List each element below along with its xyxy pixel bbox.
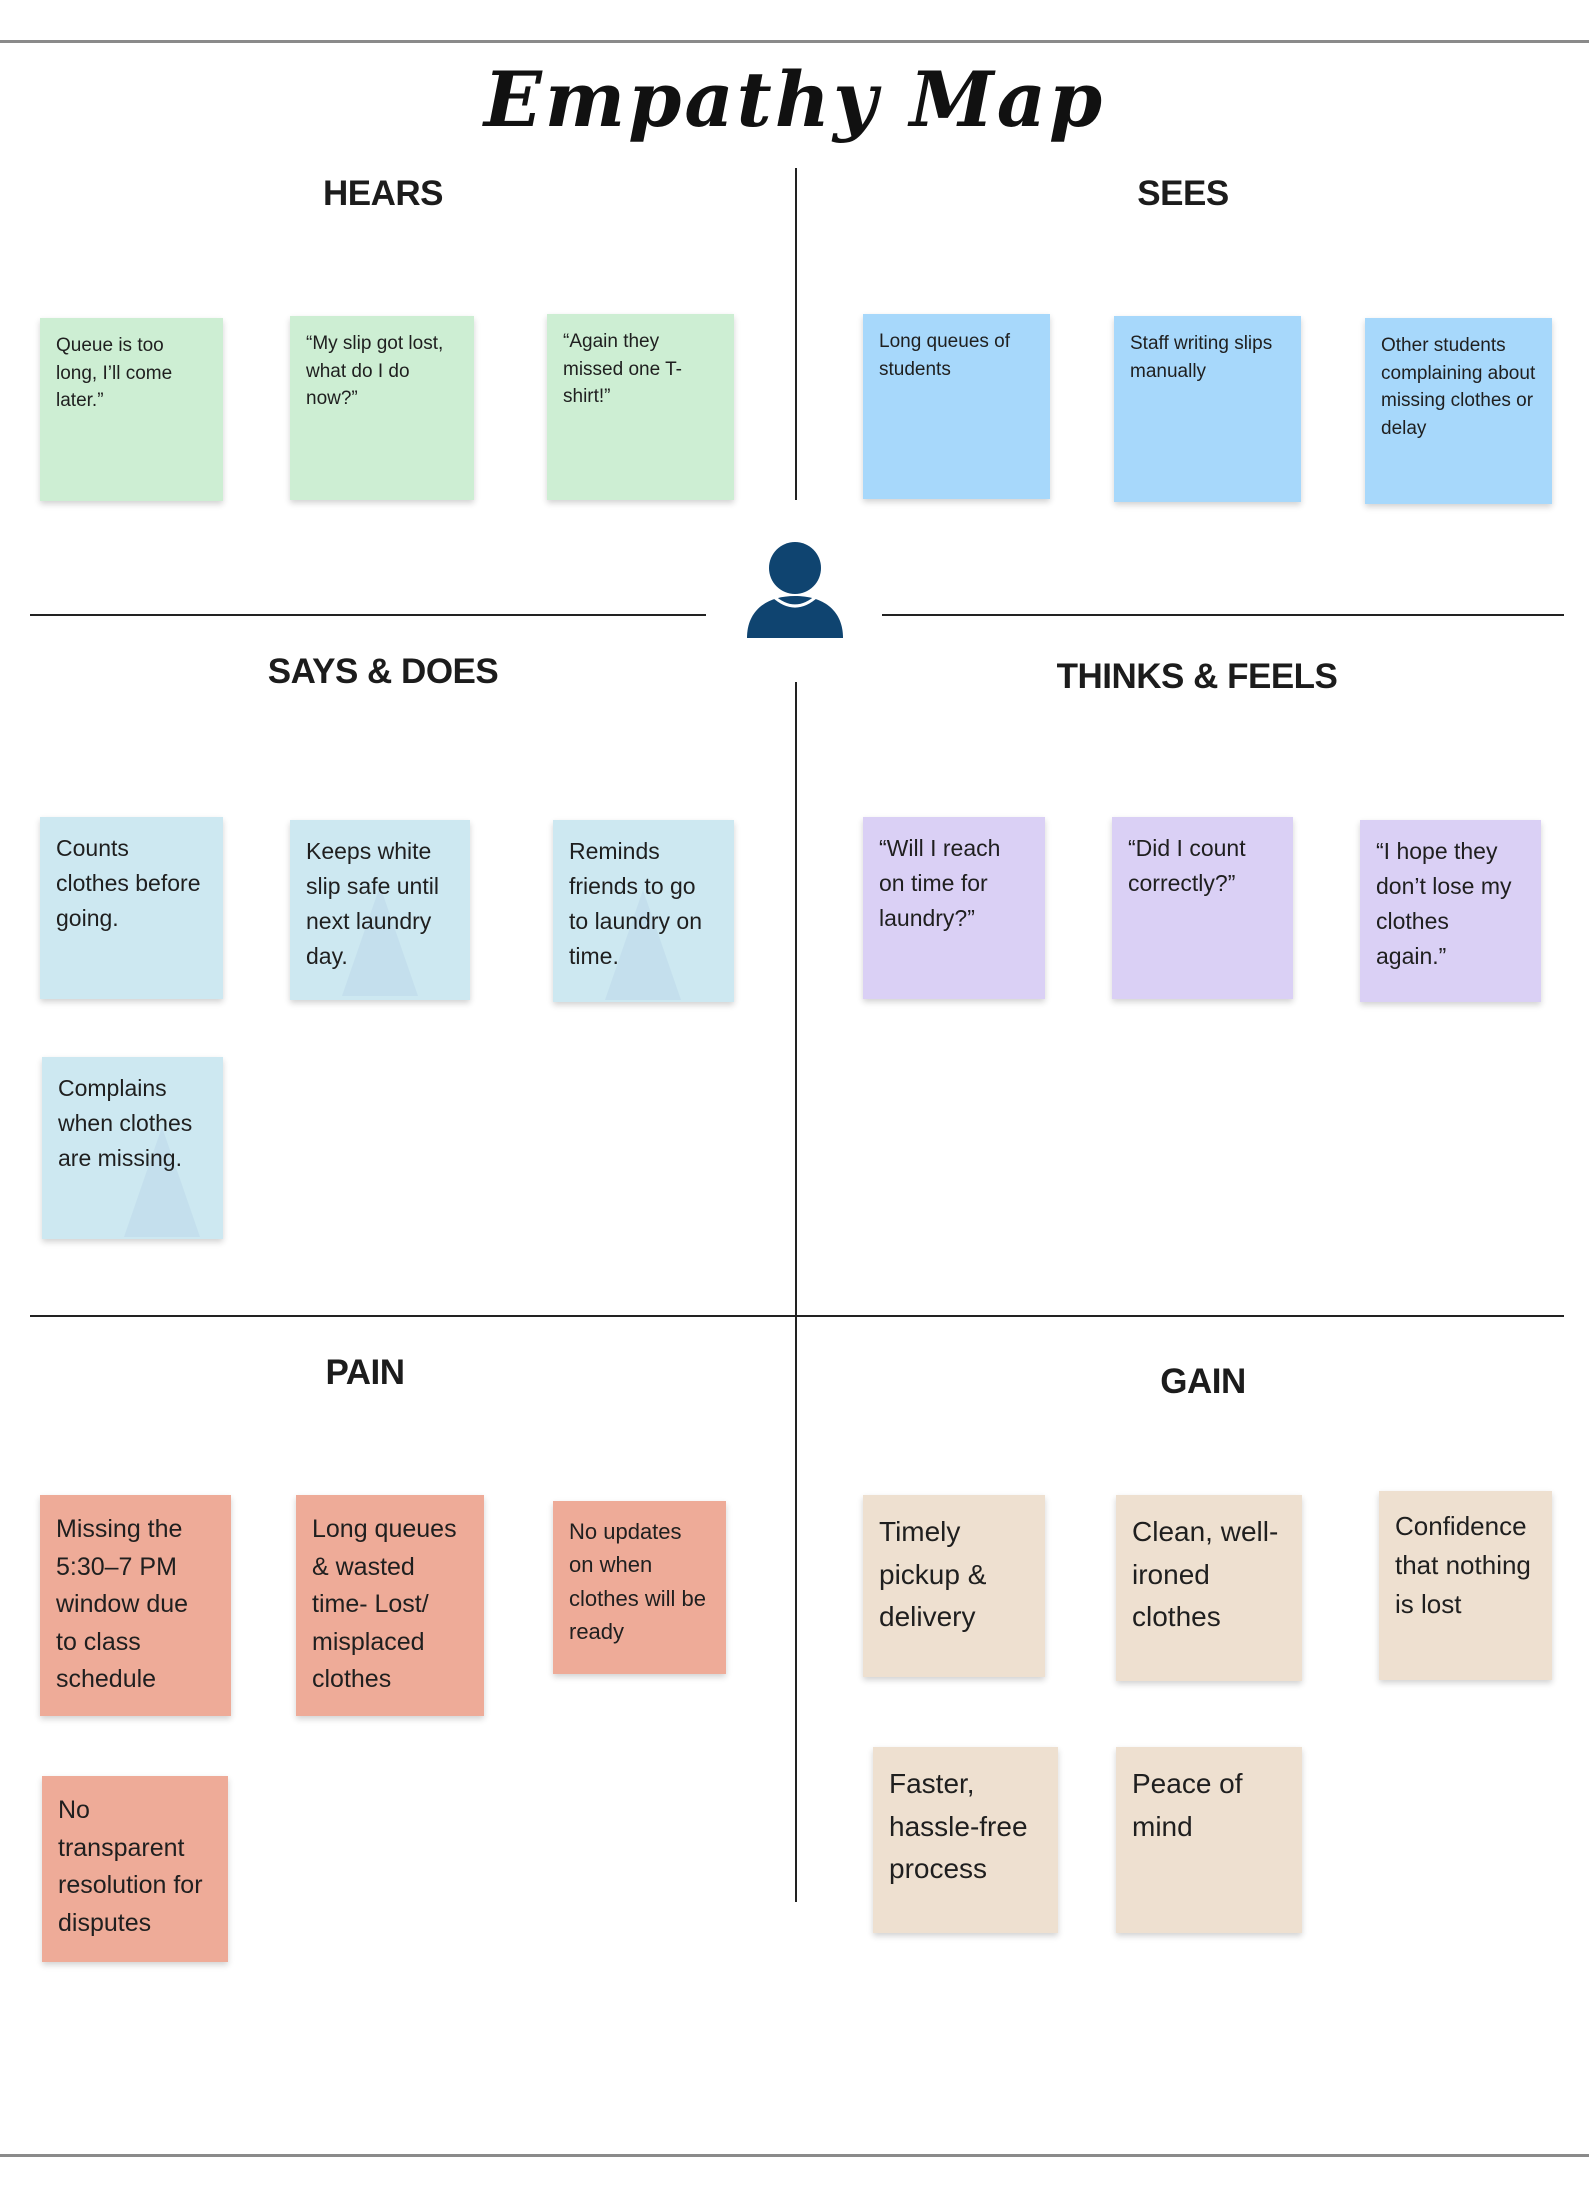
sticky-note-sees-3: Other students complaining about missing…	[1365, 318, 1552, 504]
note-text: Confidence that nothing is lost	[1395, 1511, 1531, 1619]
note-text: No transparent resolution for disputes	[58, 1796, 203, 1937]
bottom-border	[0, 2154, 1589, 2157]
sticky-note-gain-4: Faster, hassle-free process	[873, 1747, 1058, 1933]
top-border	[0, 40, 1589, 43]
sticky-note-pain-4: No transparent resolution for disputes	[42, 1776, 228, 1962]
note-text: “I hope they don’t lose my clothes again…	[1376, 838, 1512, 969]
section-title-thinks-feels: THINKS & FEELS	[1056, 657, 1338, 696]
sticky-note-says-does-3: Reminds friends to go to laundry on time…	[553, 820, 734, 1002]
note-text: Peace of mind	[1132, 1768, 1243, 1842]
sticky-note-hears-3: “Again they missed one T-shirt!”	[547, 314, 734, 500]
person-icon	[747, 542, 843, 638]
note-text: “Did I count correctly?”	[1128, 835, 1246, 896]
note-text: Clean, well-ironed clothes	[1132, 1516, 1279, 1633]
note-text: Complains when clothes are missing.	[58, 1075, 193, 1171]
sticky-note-gain-2: Clean, well-ironed clothes	[1116, 1495, 1302, 1681]
section-title-says-does: SAYS & DOES	[267, 652, 499, 691]
note-fold-decoration	[605, 890, 681, 1000]
note-text: “Again they missed one T-shirt!”	[563, 331, 682, 408]
divider-horizontal-left	[30, 614, 706, 616]
sticky-note-thinks-feels-2: “Did I count correctly?”	[1112, 817, 1293, 999]
note-text: Missing the 5:30–7 PM window due to clas…	[56, 1515, 189, 1693]
section-title-sees: SEES	[1137, 174, 1229, 213]
note-text: Timely pickup & delivery	[879, 1516, 987, 1633]
note-text: Counts clothes before going.	[56, 835, 201, 931]
sticky-note-gain-1: Timely pickup & delivery	[863, 1495, 1045, 1677]
divider-vertical-bottom	[795, 682, 797, 1902]
section-title-gain: GAIN	[1160, 1362, 1246, 1401]
note-text: No updates on when clothes will be ready	[569, 1519, 706, 1645]
note-text: Faster, hassle-free process	[889, 1768, 1028, 1885]
note-text: Reminds friends to go to laundry on time…	[569, 838, 702, 969]
sticky-note-pain-3: No updates on when clothes will be ready	[553, 1501, 726, 1674]
sticky-note-says-does-1: Counts clothes before going.	[40, 817, 223, 999]
divider-vertical-top	[795, 168, 797, 500]
sticky-note-pain-2: Long queues & wasted time- Lost/ misplac…	[296, 1495, 484, 1716]
sticky-note-says-does-4: Complains when clothes are missing.	[42, 1057, 223, 1239]
divider-horizontal-right	[882, 614, 1564, 616]
sticky-note-hears-1: Queue is too long, I’ll come later.”	[40, 318, 223, 501]
note-text: Long queues & wasted time- Lost/ misplac…	[312, 1515, 457, 1693]
note-text: Queue is too long, I’ll come later.”	[56, 335, 173, 412]
sticky-note-gain-5: Peace of mind	[1116, 1747, 1302, 1933]
note-fold-decoration	[342, 886, 418, 996]
sticky-note-pain-1: Missing the 5:30–7 PM window due to clas…	[40, 1495, 231, 1716]
note-text: “Will I reach on time for laundry?”	[879, 835, 1001, 931]
sticky-note-gain-3: Confidence that nothing is lost	[1379, 1491, 1552, 1680]
sticky-note-says-does-2: Keeps white slip safe until next laundry…	[290, 820, 470, 1000]
note-text: Other students complaining about missing…	[1381, 335, 1536, 439]
sticky-note-sees-1: Long queues of students	[863, 314, 1050, 499]
sticky-note-thinks-feels-3: “I hope they don’t lose my clothes again…	[1360, 820, 1541, 1002]
divider-horizontal-middle	[30, 1315, 1564, 1317]
sticky-note-sees-2: Staff writing slips manually	[1114, 316, 1301, 502]
note-text: Long queues of students	[879, 331, 1011, 380]
note-fold-decoration	[124, 1127, 200, 1237]
note-text: “My slip got lost, what do I do now?”	[306, 333, 444, 410]
note-text: Staff writing slips manually	[1130, 333, 1273, 382]
page-title: Empathy Map	[483, 55, 1106, 144]
note-text: Keeps white slip safe until next laundry…	[306, 838, 439, 969]
sticky-note-hears-2: “My slip got lost, what do I do now?”	[290, 316, 474, 500]
section-title-hears: HEARS	[322, 174, 444, 213]
sticky-note-thinks-feels-1: “Will I reach on time for laundry?”	[863, 817, 1045, 999]
section-title-pain: PAIN	[325, 1353, 405, 1392]
